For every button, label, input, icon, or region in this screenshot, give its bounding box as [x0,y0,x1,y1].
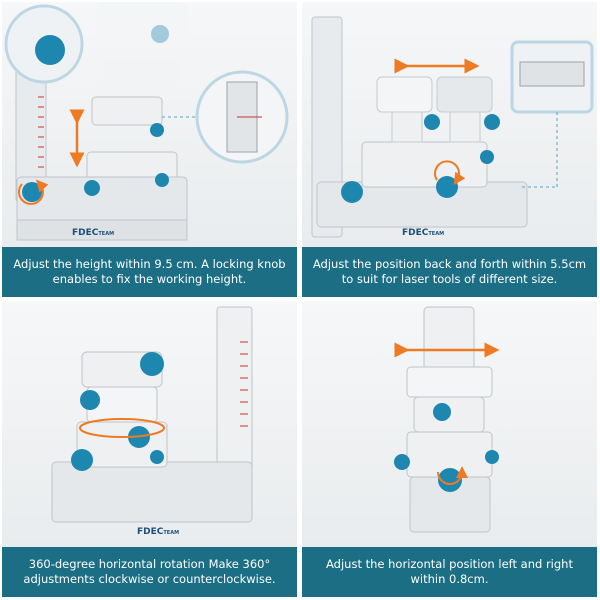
feature-panel-depth: FDECTEAM Adjust the position back and fo… [302,2,597,297]
caption-lateral: Adjust the horizontal position left and … [302,547,597,597]
lock-knob-icon [22,182,42,202]
tripod-base-angle-illustration: FDECTEAM [51,306,253,537]
product-photo-depth: FDECTEAM [302,2,597,247]
tripod-base-front-illustration [394,306,500,533]
caption-rotation: 360-degree horizontal rotation Make 360°… [2,547,297,597]
product-photo-height: FDECTEAM [2,2,297,247]
feature-panel-height: FDECTEAM Adjust the height within 9.5 cm… [2,2,297,297]
product-photo-lateral [302,302,597,547]
tripod-base-side-illustration: FDECTEAM [311,16,594,238]
feature-panel-rotation: FDECTEAM 360-degree horizontal rotation … [2,302,297,597]
tripod-base-illustration: FDECTEAM [4,2,289,241]
caption-depth: Adjust the position back and forth withi… [302,247,597,297]
feature-panel-lateral: Adjust the horizontal position left and … [302,302,597,597]
brand-logo: FDECTEAM [72,228,114,238]
caption-height: Adjust the height within 9.5 cm. A locki… [2,247,297,297]
product-photo-rotation: FDECTEAM [2,302,297,547]
brand-logo: FDECTEAM [137,527,179,537]
brand-logo: FDECTEAM [402,228,444,238]
